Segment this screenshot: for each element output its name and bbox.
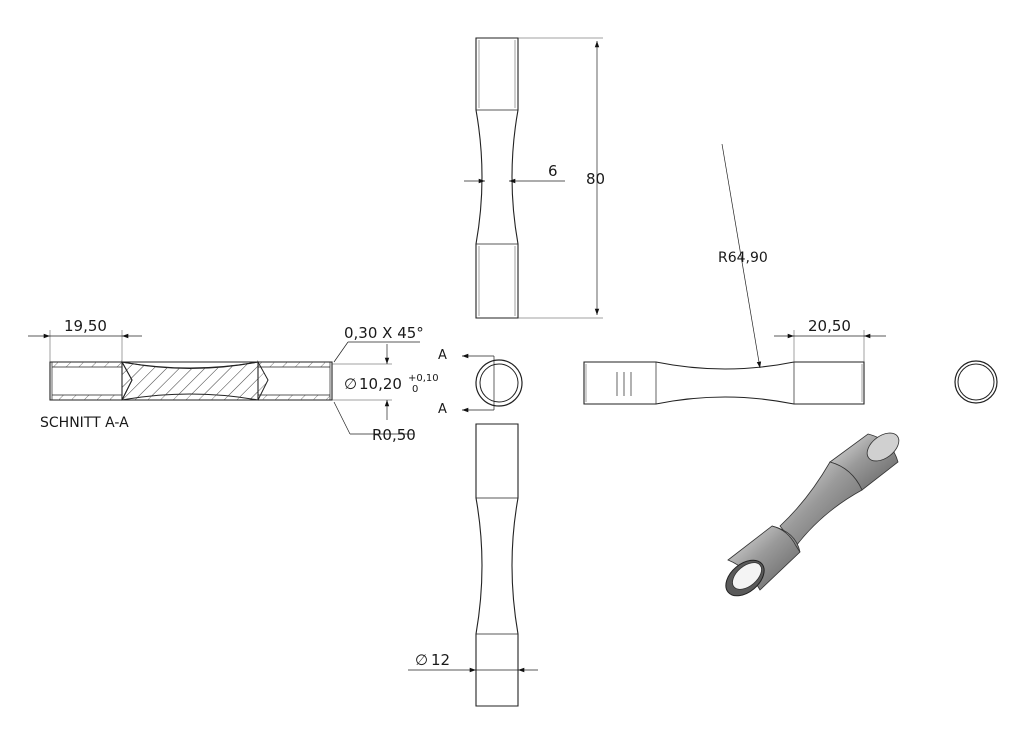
dim-6-label: 6: [548, 162, 558, 180]
side-view-outline: [583, 361, 865, 405]
dim-length-total: 80: [518, 37, 605, 319]
section-marker-top: A: [438, 348, 447, 363]
side-view: [583, 361, 865, 405]
bore-diameter-label: 10,20: [359, 375, 402, 393]
section-view: SCHNITT A-A: [40, 360, 333, 431]
dim-edge-radius-label: R0,50: [372, 426, 416, 444]
dim-chamfer-label: 0,30 X 45°: [344, 324, 424, 342]
dim-grip-length: 20,50: [774, 317, 886, 362]
dim-grip-length-section: 19,50: [28, 317, 142, 362]
dim-edge-radius: R0,50: [333, 401, 416, 444]
bore-tol-lower: 0: [412, 384, 418, 395]
front-view: A A: [438, 348, 523, 417]
bottom-view: [475, 423, 519, 707]
outer-diameter-label: 12: [431, 651, 450, 669]
dim-chamfer: 0,30 X 45°: [333, 324, 424, 363]
dim-19-50-label: 19,50: [64, 317, 107, 335]
dim-waist-width: 6: [464, 162, 565, 184]
end-view: [954, 360, 998, 404]
dim-fillet-radius-label: R64,90: [718, 250, 768, 266]
dim-outer-diameter: ∅ 12: [408, 651, 538, 673]
section-label: SCHNITT A-A: [40, 415, 129, 431]
dim-20-50-label: 20,50: [808, 317, 851, 335]
outer-diameter-symbol: ∅: [415, 651, 428, 669]
section-marker-bottom: A: [438, 402, 447, 417]
bore-diameter-symbol: ∅: [344, 375, 357, 393]
dim-bore-diameter: ∅ 10,20 +0,10 0: [332, 344, 439, 420]
dim-fillet-radius: R64,90: [718, 143, 768, 369]
isometric-view: [725, 432, 900, 597]
dim-80-label: 80: [586, 170, 605, 188]
bottom-view-outline: [475, 423, 519, 707]
top-view: [475, 37, 519, 319]
top-view-outline: [475, 37, 519, 319]
bore-tol-upper: +0,10: [408, 373, 439, 384]
